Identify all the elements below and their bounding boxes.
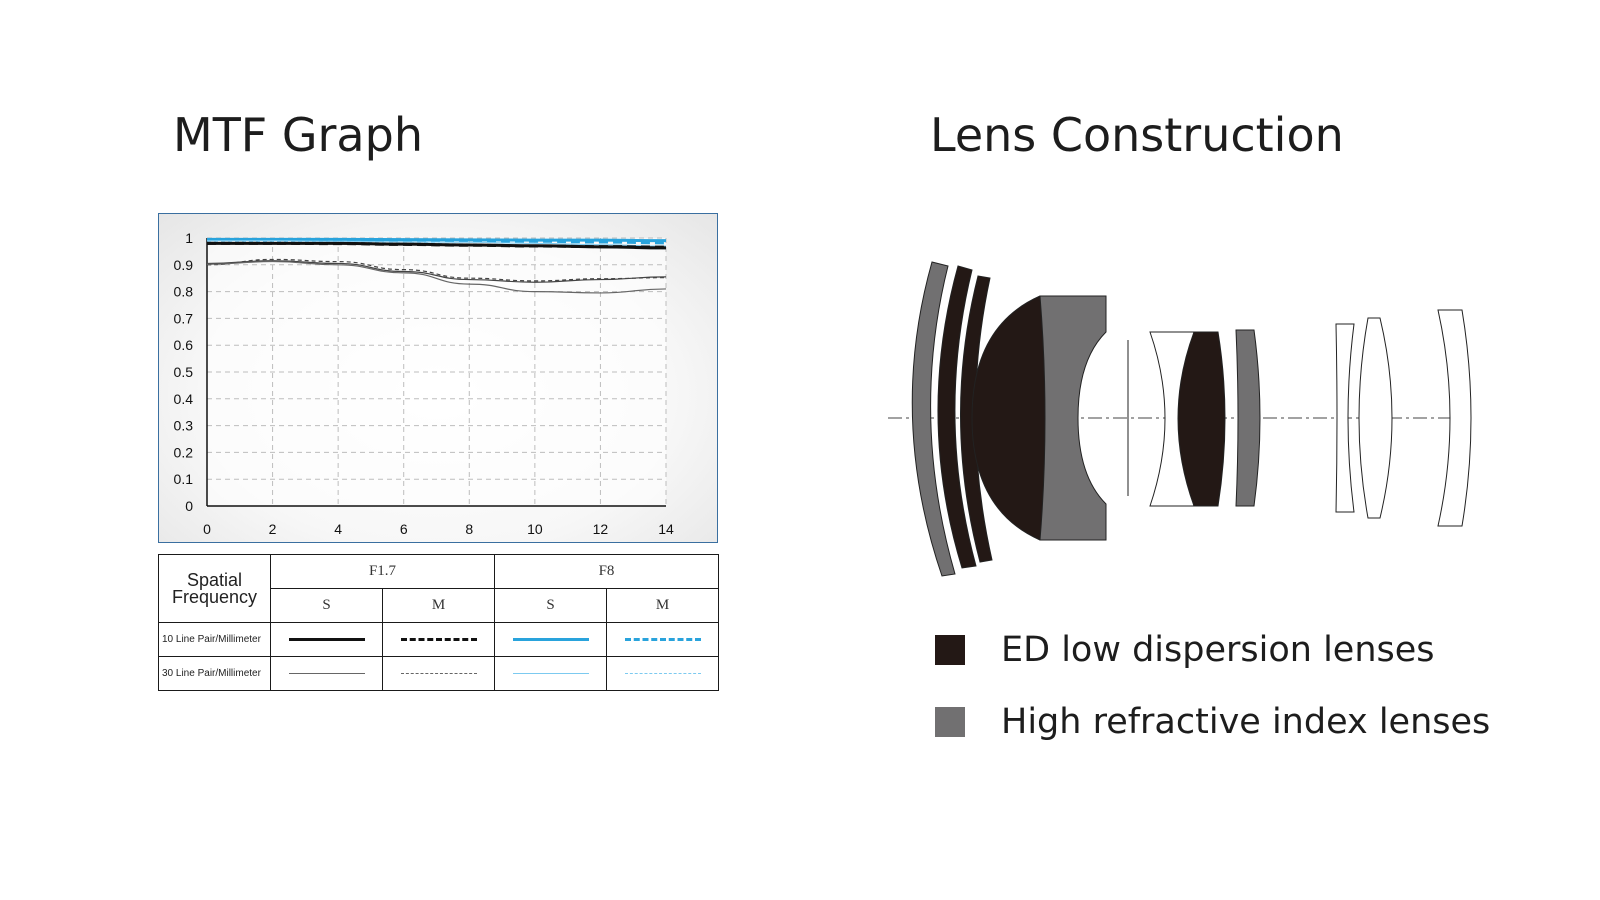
line-swatch bbox=[512, 638, 589, 641]
y-tick-label: 0.4 bbox=[174, 391, 194, 407]
x-tick-label: 14 bbox=[658, 521, 674, 537]
swatch-cell bbox=[270, 622, 383, 657]
y-tick-label: 0.6 bbox=[174, 337, 194, 353]
x-tick-label: 4 bbox=[334, 521, 342, 537]
ed-lens-swatch bbox=[935, 635, 965, 665]
swatch-cell bbox=[606, 622, 719, 657]
mtf-series-line bbox=[206, 260, 667, 283]
y-tick-label: 0.5 bbox=[174, 364, 194, 380]
swatch-cell bbox=[382, 656, 495, 691]
swatch-cell bbox=[494, 622, 607, 657]
swatch-cell bbox=[270, 656, 383, 691]
lens-element-3 bbox=[960, 275, 993, 563]
mtf-graph-title: MTF Graph bbox=[173, 108, 423, 162]
lens-element-9 bbox=[1335, 323, 1355, 513]
line-swatch bbox=[400, 673, 477, 674]
mtf-legend-table: Spatial Frequency F1.7 F8 S M S M 10 Lin… bbox=[158, 554, 719, 691]
spatial-frequency-header: Spatial Frequency bbox=[158, 554, 271, 623]
legend-item-high-refractive: High refractive index lenses bbox=[935, 702, 1490, 742]
lens-construction-diagram bbox=[888, 261, 1472, 577]
line-swatch bbox=[288, 638, 365, 641]
line-swatch bbox=[400, 638, 477, 641]
row-label-30lp: 30 Line Pair/Millimeter bbox=[158, 656, 271, 691]
line-swatch bbox=[624, 673, 701, 674]
sagittal-header: S bbox=[494, 588, 607, 623]
lens-element-8 bbox=[1235, 329, 1261, 507]
line-swatch bbox=[512, 673, 589, 674]
x-tick-label: 12 bbox=[593, 521, 609, 537]
line-swatch bbox=[288, 673, 365, 674]
lens-element-11 bbox=[1437, 309, 1472, 527]
aperture-header-f17: F1.7 bbox=[270, 554, 495, 589]
y-tick-label: 0.8 bbox=[174, 284, 194, 300]
x-tick-label: 6 bbox=[400, 521, 408, 537]
x-tick-label: 0 bbox=[203, 521, 211, 537]
row-label-10lp: 10 Line Pair/Millimeter bbox=[158, 622, 271, 657]
meridional-header: M bbox=[382, 588, 495, 623]
y-tick-label: 0.7 bbox=[174, 310, 194, 326]
aperture-header-f8: F8 bbox=[494, 554, 719, 589]
line-swatch bbox=[624, 638, 701, 641]
swatch-cell bbox=[606, 656, 719, 691]
lens-construction-title: Lens Construction bbox=[930, 108, 1344, 162]
lens-element-2 bbox=[937, 265, 977, 569]
x-tick-label: 10 bbox=[527, 521, 543, 537]
ed-lens-label: ED low dispersion lenses bbox=[1001, 630, 1435, 670]
lens-element-5 bbox=[1039, 295, 1107, 541]
swatch-cell bbox=[382, 622, 495, 657]
mtf-series-line bbox=[206, 260, 667, 294]
lens-element-7 bbox=[1177, 331, 1226, 507]
mtf-series-line bbox=[207, 240, 667, 247]
mtf-series-line bbox=[207, 241, 667, 249]
lens-element-4 bbox=[971, 295, 1063, 541]
y-tick-label: 0 bbox=[185, 498, 193, 514]
y-tick-label: 1 bbox=[185, 230, 193, 246]
legend-item-ed: ED low dispersion lenses bbox=[935, 630, 1435, 670]
y-tick-label: 0.3 bbox=[174, 418, 194, 434]
lens-element-1 bbox=[911, 261, 956, 577]
y-tick-label: 0.1 bbox=[174, 471, 194, 487]
high-refractive-label: High refractive index lenses bbox=[1001, 702, 1491, 742]
spatial-frequency-label: Spatial Frequency bbox=[171, 569, 258, 607]
meridional-header: M bbox=[606, 588, 719, 623]
sagittal-header: S bbox=[270, 588, 383, 623]
x-tick-label: 8 bbox=[465, 521, 473, 537]
mtf-series-line bbox=[206, 258, 667, 282]
lens-element-10 bbox=[1358, 317, 1393, 519]
high-refractive-swatch bbox=[935, 707, 965, 737]
mtf-series-line bbox=[206, 238, 667, 245]
x-tick-label: 2 bbox=[269, 521, 277, 537]
y-tick-label: 0.2 bbox=[174, 444, 194, 460]
y-tick-label: 0.9 bbox=[174, 257, 194, 273]
swatch-cell bbox=[494, 656, 607, 691]
